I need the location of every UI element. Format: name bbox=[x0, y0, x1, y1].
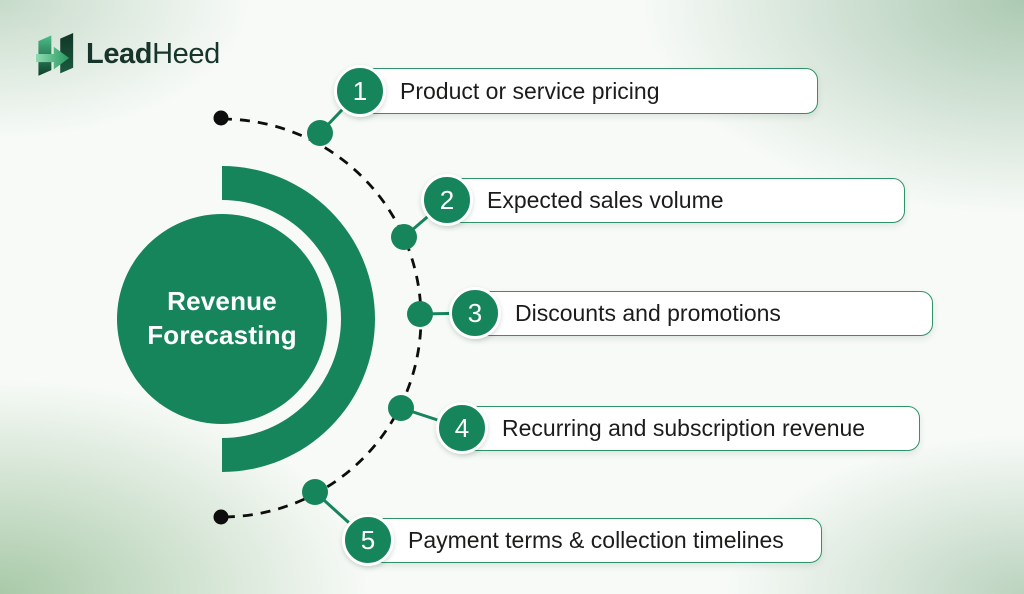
brand-logo-icon bbox=[36, 33, 74, 76]
item-number-1: 1 bbox=[352, 75, 368, 106]
item-pill-5: Payment terms & collection timelines bbox=[359, 518, 822, 563]
item-number-3: 3 bbox=[467, 297, 483, 328]
item-number-badge-5: 5 bbox=[342, 514, 394, 566]
item-label-4: Recurring and subscription revenue bbox=[502, 415, 866, 441]
item-label-2: Expected sales volume bbox=[487, 187, 724, 213]
item-label-5: Payment terms & collection timelines bbox=[408, 527, 784, 553]
item-number-4: 4 bbox=[454, 412, 470, 443]
item-pill-2: Expected sales volume bbox=[438, 178, 905, 223]
item-pill-3: Discounts and promotions bbox=[466, 291, 933, 336]
item-label-1: Product or service pricing bbox=[400, 77, 660, 104]
item-number-badge-3: 3 bbox=[449, 287, 501, 339]
arc-node-dot-5 bbox=[302, 479, 328, 505]
item-label-3: Discounts and promotions bbox=[515, 300, 781, 326]
arc-endpoint-dot-bottom bbox=[213, 509, 229, 525]
brand-name: LeadHeed bbox=[86, 37, 220, 70]
arc-endpoint-dot-top bbox=[213, 110, 229, 126]
brand-logo: LeadHeed bbox=[36, 31, 220, 77]
arc-node-dot-2 bbox=[391, 224, 417, 250]
item-pill-4: Recurring and subscription revenue bbox=[453, 406, 920, 451]
center-ring bbox=[222, 166, 375, 472]
center-title-line1: Revenue bbox=[167, 286, 277, 317]
arc-node-dot-4 bbox=[388, 395, 414, 421]
arc-node-dot-1 bbox=[307, 120, 333, 146]
center-circle bbox=[117, 214, 327, 424]
center-title-line2: Forecasting bbox=[147, 320, 297, 350]
center-title: Revenue Forecasting bbox=[117, 214, 327, 424]
item-number-badge-1: 1 bbox=[334, 65, 386, 117]
item-number-5: 5 bbox=[360, 524, 376, 555]
brand-name-bold: Lead bbox=[86, 37, 153, 70]
arc-node-dot-3 bbox=[407, 301, 433, 327]
item-number-2: 2 bbox=[439, 184, 455, 215]
item-number-badge-4: 4 bbox=[436, 402, 488, 454]
item-pill-1: Product or service pricing bbox=[351, 68, 818, 114]
item-number-badge-2: 2 bbox=[421, 174, 473, 226]
logo-arrow bbox=[36, 46, 70, 70]
logo-right-bar bbox=[60, 33, 74, 74]
brand-name-light: Heed bbox=[152, 37, 220, 70]
